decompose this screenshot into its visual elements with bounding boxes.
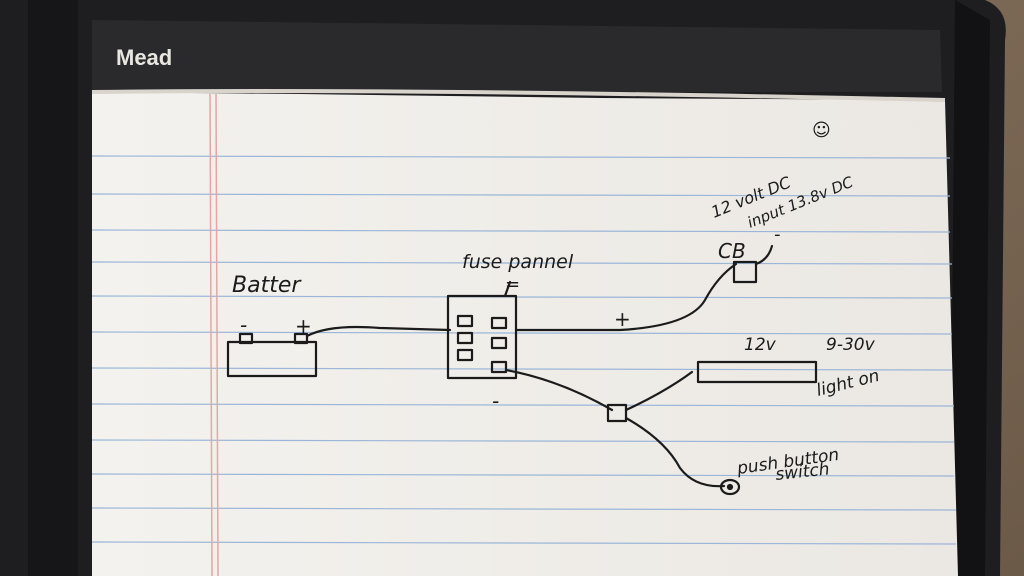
push-button-switch-symbol xyxy=(719,478,741,496)
padfolio-edge xyxy=(950,0,990,576)
cb-negative-lead xyxy=(754,244,774,266)
fuse-panel-symbol xyxy=(446,294,518,380)
fuse-slot xyxy=(456,314,474,328)
fuse-slot xyxy=(490,360,508,374)
smiley-doodle: ☺ xyxy=(812,120,831,141)
light-voltage-label: 12v xyxy=(744,335,777,355)
battery-positive-label: + xyxy=(295,314,312,338)
light-rating-label: 9-30v xyxy=(826,335,876,355)
ruled-lines xyxy=(91,155,957,545)
battery-label: Batter xyxy=(232,273,302,298)
battery-negative-terminal xyxy=(238,332,254,345)
positive-wire-label: + xyxy=(614,307,631,331)
cb-negative-label: - xyxy=(774,224,781,245)
cb-label: CB xyxy=(718,239,746,263)
fuse-panel-symbol-label: = xyxy=(505,274,520,295)
fuse-slot xyxy=(490,336,508,350)
paper-sheet xyxy=(92,92,958,576)
negative-wire xyxy=(504,368,614,412)
fuse-slot xyxy=(456,331,474,345)
circuit-breaker-symbol xyxy=(732,260,758,284)
pad-header xyxy=(92,20,942,92)
battery-symbol xyxy=(226,340,318,378)
margin-line xyxy=(209,93,219,576)
junction-box xyxy=(606,403,628,423)
fuse-slot xyxy=(490,316,508,330)
padfolio-spine xyxy=(28,0,78,576)
battery-positive-terminal xyxy=(293,332,309,345)
negative-wire-label: - xyxy=(492,389,499,413)
fuse-panel-lead xyxy=(503,280,512,298)
fuse-panel-label: fuse pannel xyxy=(462,251,574,273)
torn-edge xyxy=(91,89,946,102)
positive-wire-to-cb xyxy=(514,262,738,332)
light-wire xyxy=(624,370,694,412)
battery-negative-label: - xyxy=(240,313,247,337)
light-bar-symbol xyxy=(696,360,818,384)
switch-center xyxy=(726,483,734,491)
fuse-slot xyxy=(456,348,474,362)
brand-logo: Mead xyxy=(116,45,172,70)
battery-positive-wire xyxy=(305,325,452,338)
switch-wire xyxy=(624,416,726,488)
